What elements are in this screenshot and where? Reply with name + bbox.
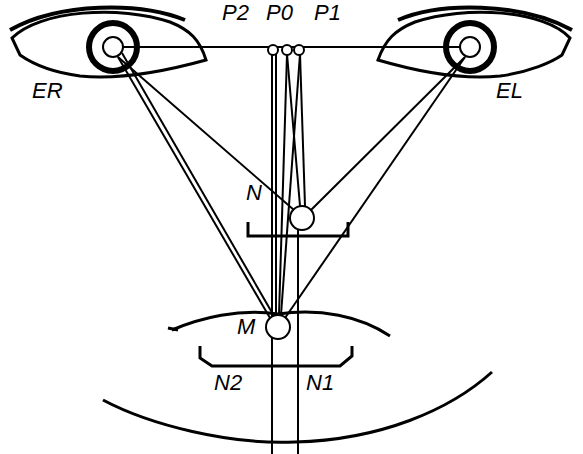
mouth-label: M (237, 316, 255, 338)
point-label: N2 (214, 372, 242, 394)
eye-label: EL (496, 80, 523, 102)
nose-label: N (246, 182, 262, 204)
point-label: P2 (222, 2, 249, 24)
point-label: P1 (314, 2, 341, 24)
point-label: P0 (266, 2, 293, 24)
eye-label: ER (32, 80, 63, 102)
point-label: N1 (306, 372, 334, 394)
